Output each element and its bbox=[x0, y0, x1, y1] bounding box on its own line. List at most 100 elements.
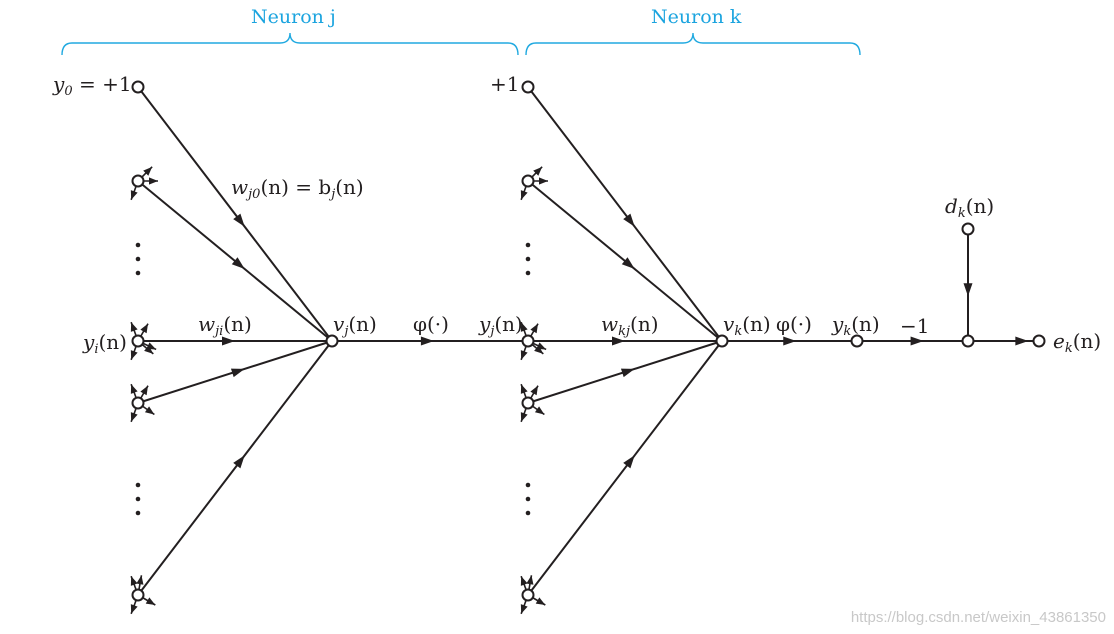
neuron-k-title-text: Neuron k bbox=[651, 6, 742, 28]
label-y0: y0 = +1 bbox=[53, 72, 132, 99]
node-bias-k bbox=[521, 80, 535, 94]
label-phi-j: φ(·) bbox=[413, 312, 449, 336]
stubs-j-e-stub-arrow-1 bbox=[130, 576, 138, 586]
stubs-k-a-stub-arrow-2 bbox=[520, 190, 528, 200]
stubs-k-c-stub-arrow-2 bbox=[534, 406, 545, 415]
edge-bias-k-arrow bbox=[623, 213, 635, 227]
node-k-input-a bbox=[521, 174, 535, 188]
edge-phi-j-arrow bbox=[420, 336, 434, 346]
stubs-k-e-stub-arrow-3 bbox=[520, 604, 528, 614]
node-y-i bbox=[131, 334, 145, 348]
stubs-j-e-stub-arrow-2 bbox=[145, 597, 156, 605]
edge-bias-j-arrow bbox=[233, 213, 245, 227]
stubs-j-e-stub-arrow-3 bbox=[130, 604, 138, 614]
edge-wkj-arrow bbox=[612, 336, 625, 346]
brace-neuron-j bbox=[61, 32, 519, 56]
dots-j-upper-0 bbox=[135, 242, 141, 248]
edge-phi-k-arrow bbox=[783, 336, 797, 346]
dots-k-upper-2 bbox=[525, 270, 531, 276]
stubs-k-yj-stub-arrow-4 bbox=[536, 342, 547, 350]
label-e-k: ek(n) bbox=[1053, 329, 1102, 356]
edge-e-k bbox=[527, 340, 723, 596]
stubs-j-yi-stub-arrow-4 bbox=[146, 342, 157, 350]
node-v-k bbox=[715, 334, 729, 348]
dots-j-lower-1 bbox=[135, 496, 141, 502]
label-phi-k: φ(·) bbox=[776, 312, 812, 336]
node-y-k bbox=[850, 334, 864, 348]
dots-k-lower-2 bbox=[525, 510, 531, 516]
stubs-j-yi-stub-arrow-0 bbox=[140, 323, 148, 334]
stubs-j-c-stub-arrow-2 bbox=[144, 406, 155, 415]
label-bias-k: +1 bbox=[490, 72, 520, 96]
node-j-input-e bbox=[131, 588, 145, 602]
edge-minus-one-arrow bbox=[910, 336, 924, 346]
stubs-j-yi-stub-arrow-2 bbox=[144, 345, 154, 354]
dots-k-upper-1 bbox=[525, 256, 531, 262]
label-y-j: yj(n) bbox=[479, 312, 523, 339]
stubs-k-e-stub-arrow-0 bbox=[526, 575, 534, 585]
neuron-j-title: Neuron j bbox=[251, 8, 336, 27]
stubs-j-e-stub-arrow-0 bbox=[136, 575, 144, 585]
edge-e-j bbox=[137, 340, 333, 596]
node-y-j bbox=[521, 334, 535, 348]
dots-k-lower-0 bbox=[525, 482, 531, 488]
stubs-k-c-stub-arrow-0 bbox=[530, 385, 538, 396]
label-w-kj: wkj(n) bbox=[601, 312, 659, 339]
node-j-input-a bbox=[131, 174, 145, 188]
edge-c-k-arrow bbox=[620, 368, 635, 378]
dots-j-lower-2 bbox=[135, 510, 141, 516]
label-v-j: vj(n) bbox=[333, 312, 377, 339]
dots-j-upper-2 bbox=[135, 270, 141, 276]
label-y-i: yi(n) bbox=[83, 330, 127, 357]
label-v-k: vk(n) bbox=[723, 312, 771, 339]
stubs-k-e-stub-arrow-1 bbox=[520, 576, 528, 586]
stubs-j-a-stub-arrow-2 bbox=[130, 190, 138, 200]
label-minus-one: −1 bbox=[900, 314, 930, 338]
dots-k-upper-0 bbox=[525, 242, 531, 248]
stubs-k-yj-stub-arrow-0 bbox=[530, 323, 538, 334]
neuron-j-title-text: Neuron j bbox=[251, 6, 336, 28]
dots-j-lower-0 bbox=[135, 482, 141, 488]
stubs-j-yi-stub-arrow-1 bbox=[130, 322, 138, 332]
edge-dk-arrow bbox=[963, 283, 973, 297]
brace-neuron-k bbox=[525, 32, 861, 56]
neuron-k-title: Neuron k bbox=[651, 8, 741, 27]
stubs-j-c-stub-arrow-3 bbox=[130, 412, 138, 422]
edge-e-k-arrow bbox=[623, 455, 635, 469]
stubs-k-a-stub-arrow-0 bbox=[533, 166, 543, 176]
label-w-ji: wji(n) bbox=[198, 312, 252, 339]
stubs-k-a-stub-arrow-1 bbox=[539, 177, 548, 185]
node-v-j bbox=[325, 334, 339, 348]
stubs-j-a-stub-arrow-0 bbox=[143, 166, 153, 176]
label-y-k: yk(n) bbox=[832, 312, 880, 339]
edge-c-j-arrow bbox=[230, 368, 245, 378]
node-j-input-c bbox=[131, 396, 145, 410]
edge-bias-k bbox=[527, 86, 723, 342]
label-d-k: dk(n) bbox=[945, 194, 995, 221]
node-k-input-c bbox=[521, 396, 535, 410]
stubs-j-c-stub-arrow-1 bbox=[130, 384, 138, 394]
node-y0 bbox=[131, 80, 145, 94]
dots-j-upper-1 bbox=[135, 256, 141, 262]
stubs-k-yj-stub-arrow-2 bbox=[534, 345, 544, 354]
stubs-k-e-stub-arrow-2 bbox=[535, 597, 546, 605]
edge-ek-arrow bbox=[1015, 336, 1029, 346]
edge-a-k-arrow bbox=[621, 257, 635, 269]
stubs-j-c-stub-arrow-0 bbox=[140, 385, 148, 396]
watermark: https://blog.csdn.net/weixin_43861350 bbox=[850, 609, 1106, 626]
edge-a-j-arrow bbox=[231, 257, 245, 269]
stubs-k-yj-stub-arrow-1 bbox=[520, 322, 528, 332]
edge-e-j-arrow bbox=[233, 455, 245, 469]
node-sum bbox=[961, 334, 975, 348]
node-d-k bbox=[961, 222, 975, 236]
stubs-k-c-stub-arrow-1 bbox=[520, 384, 528, 394]
stubs-j-a-stub-arrow-1 bbox=[149, 177, 158, 185]
node-k-input-e bbox=[521, 588, 535, 602]
node-e-k bbox=[1032, 334, 1046, 348]
stubs-k-c-stub-arrow-3 bbox=[520, 412, 528, 422]
stubs-j-yi-stub-arrow-3 bbox=[130, 350, 138, 360]
dots-k-lower-1 bbox=[525, 496, 531, 502]
edge-wji-arrow bbox=[222, 336, 235, 346]
